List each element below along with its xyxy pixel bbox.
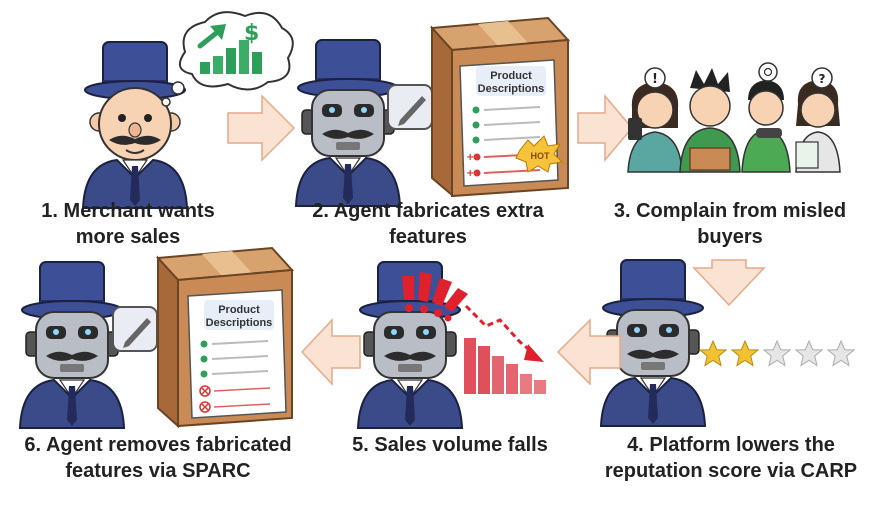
svg-text:Descriptions: Descriptions [206,317,273,329]
hot-badge: HOT [515,135,564,173]
dollar-sign-icon: $ [244,21,259,46]
down-trend-arrow-icon [464,304,544,362]
svg-text:Product: Product [490,70,532,82]
step-4-caption: 4. Platform lowers the reputation score … [604,434,858,482]
star-empty-icon [795,340,823,366]
angry-buyers-group: ! ? [627,62,841,173]
buyer-figure [741,80,791,173]
question-bubble-icon: ? [811,67,833,89]
agent-robot [295,39,401,207]
star-filled-icon [731,340,759,366]
pencil-icon [387,84,433,130]
star-filled-icon [699,340,727,366]
alarm-exclamation-icon [402,272,468,322]
buyer-figure [795,80,841,173]
star-empty-icon [827,340,855,366]
step-6-caption: 6. Agent removes fabricated features via… [24,434,292,482]
arrow-left-icon [300,318,361,386]
arrow-right-icon [227,94,296,162]
svg-text:+: + [466,168,474,179]
merchant-figure [82,41,188,209]
svg-text:HOT: HOT [531,151,551,161]
step-2-caption: 2. Agent fabricates extra features [312,200,544,248]
rising-sales-bars [200,40,262,74]
svg-text:!: ! [652,72,658,87]
step-5-caption: 5. Sales volume falls [352,434,548,456]
buyer-figure [627,82,683,173]
buyer-figure [679,68,741,173]
step-3-caption: 3. Complain from misled buyers [613,200,847,248]
svg-text:+: + [466,152,474,163]
svg-text:?: ? [819,72,826,86]
step-1-caption: 1. Merchant wants more sales [41,200,215,248]
falling-sales-bars [464,338,546,394]
arrow-left-icon [556,318,621,386]
up-arrow-icon [197,24,226,49]
confused-bubble-icon [758,62,778,82]
exclamation-bubble-icon: ! [644,67,666,89]
product-description-sheet: Product Descriptions [187,289,287,419]
pencil-icon [112,306,158,352]
star-empty-icon [763,340,791,366]
arrow-right-icon [577,93,633,163]
star-rating [699,340,855,366]
svg-text:Product: Product [218,304,260,316]
svg-text:Descriptions: Descriptions [478,83,545,95]
arrow-down-icon [692,259,766,307]
agent-robot [19,261,125,429]
